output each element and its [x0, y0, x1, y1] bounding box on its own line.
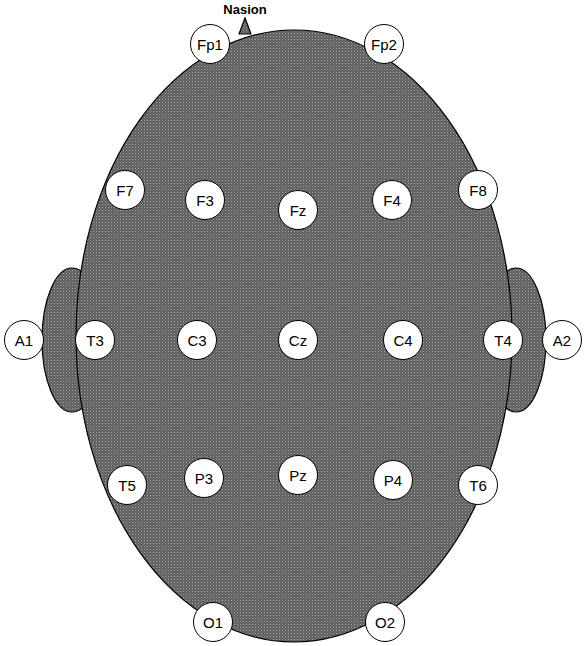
electrode-circle: Cz — [278, 320, 318, 360]
electrode-circle: Fp1 — [190, 24, 230, 64]
electrode-circle: T3 — [75, 320, 115, 360]
electrode-circle: T5 — [107, 465, 147, 505]
electrode-circle: A2 — [542, 320, 582, 360]
electrode-label: Cz — [289, 333, 307, 348]
electrode-circle: P4 — [373, 460, 413, 500]
electrode-label: T5 — [118, 478, 136, 493]
electrode-circle: F4 — [372, 180, 412, 220]
electrode-label: Fz — [290, 203, 307, 218]
electrode-label: F7 — [116, 183, 134, 198]
electrode-circle: C3 — [177, 320, 217, 360]
electrode-label: Fp2 — [371, 37, 397, 52]
electrode-label: O2 — [375, 615, 395, 630]
electrode-circle: O1 — [193, 602, 233, 642]
electrode-label: A1 — [15, 333, 33, 348]
electrode-circle: A1 — [4, 320, 44, 360]
head-outline — [76, 30, 512, 642]
nose — [239, 18, 251, 34]
electrode-circle: O2 — [365, 602, 405, 642]
electrode-circle: F3 — [185, 180, 225, 220]
electrode-label: T6 — [469, 478, 487, 493]
electrode-circle: F8 — [458, 170, 498, 210]
electrode-circle: Fp2 — [364, 24, 404, 64]
electrode-label: P3 — [195, 471, 213, 486]
electrode-circle: Pz — [278, 455, 318, 495]
electrode-circle: T6 — [458, 465, 498, 505]
electrode-circle: Fz — [278, 190, 318, 230]
electrode-label: T4 — [494, 333, 512, 348]
electrode-circle: F7 — [105, 170, 145, 210]
electrode-label: T3 — [86, 333, 104, 348]
electrode-label: Pz — [289, 468, 307, 483]
electrode-circle: T4 — [483, 320, 523, 360]
electrode-label: A2 — [553, 333, 571, 348]
electrode-label: F3 — [196, 193, 214, 208]
electrode-circle: P3 — [184, 458, 224, 498]
electrode-label: F8 — [469, 183, 487, 198]
electrode-label: F4 — [383, 193, 401, 208]
electrode-circle: C4 — [383, 320, 423, 360]
electrode-label: C3 — [187, 333, 206, 348]
electrode-label: P4 — [384, 473, 402, 488]
electrode-label: O1 — [203, 615, 223, 630]
landmark-label: Nasion — [223, 2, 266, 17]
electrode-label: C4 — [393, 333, 412, 348]
electrode-label: Fp1 — [197, 37, 223, 52]
